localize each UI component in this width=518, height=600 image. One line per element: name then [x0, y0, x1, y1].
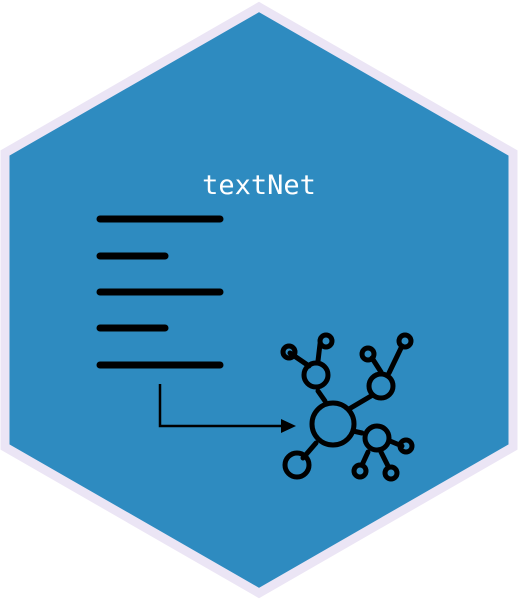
text-lines-icon [96, 215, 224, 369]
network-node [396, 332, 414, 350]
network-node [397, 437, 415, 455]
network-graph-icon [280, 332, 415, 482]
network-node-hub [309, 400, 357, 448]
arrow-right-icon [158, 384, 296, 433]
logo-title: textNet [202, 170, 316, 201]
network-node [317, 332, 335, 350]
network-node [280, 343, 298, 361]
network-node [282, 450, 312, 480]
network-node [351, 462, 369, 480]
network-node [382, 464, 400, 482]
network-node [362, 423, 392, 453]
network-node [301, 360, 331, 390]
network-node [359, 345, 377, 363]
network-node [366, 371, 396, 401]
